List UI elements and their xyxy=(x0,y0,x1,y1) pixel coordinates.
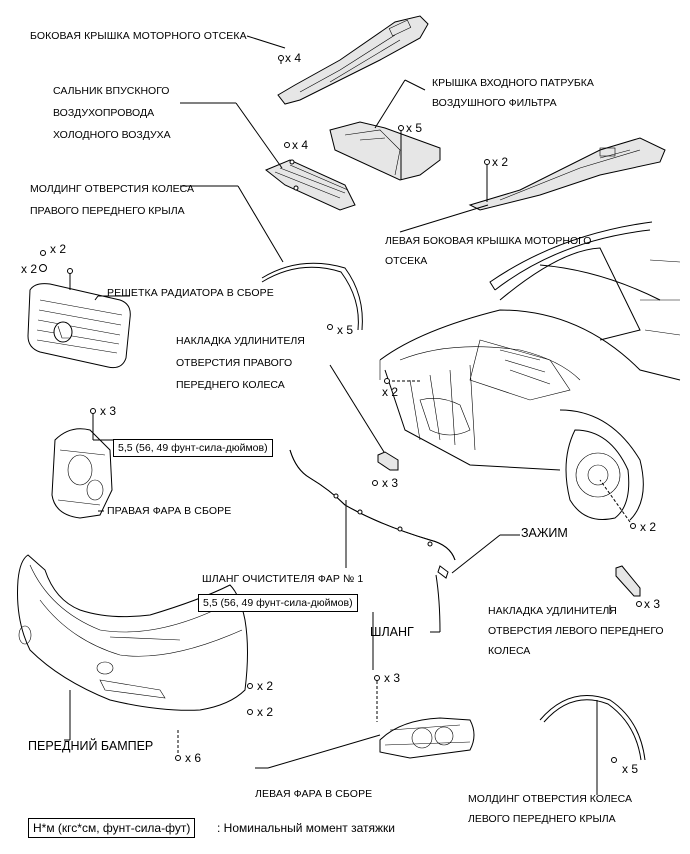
label-cleaner-hose: ШЛАНГ ОЧИСТИТЕЛЯ ФАР № 1 xyxy=(202,573,364,585)
torque-box-left-headlamp: 5,5 (56, 49 фунт-сила-дюймов) xyxy=(198,594,358,612)
qty-right-pad: x 3 xyxy=(382,476,399,490)
vehicle-body xyxy=(379,221,681,521)
left-wheel-ext-pad xyxy=(615,565,641,597)
right-headlamp xyxy=(51,428,113,519)
label-cold-air-seal-1: САЛЬНИК ВПУСКНОГО xyxy=(53,85,170,97)
label-cold-air-seal-3: ХОЛОДНОГО ВОЗДУХА xyxy=(53,129,171,141)
qty-grille-top: x 2 xyxy=(50,242,67,256)
bolt-icon xyxy=(374,675,380,681)
legend-text: : Номинальный момент затяжки xyxy=(217,821,395,835)
label-right-pad-2: ОТВЕРСТИЯ ПРАВОГО xyxy=(176,357,293,369)
label-right-pad-1: НАКЛАДКА УДЛИНИТЕЛЯ xyxy=(176,335,305,347)
legend-unit-box: Н*м (кгс*см, фунт-сила-фут) xyxy=(28,818,196,838)
qty-left-pad: x 3 xyxy=(644,597,661,611)
bolt-icon xyxy=(630,523,636,529)
torque-box-right-headlamp: 5,5 (56, 49 фунт-сила-дюймов) xyxy=(113,439,273,457)
label-left-pad-3: КОЛЕСА xyxy=(488,645,531,657)
label-right-molding-2: ПРАВОГО ПЕРЕДНЕГО КРЫЛА xyxy=(30,205,185,217)
left-headlamp xyxy=(379,717,475,759)
qty-engine-cover: x 4 xyxy=(285,51,302,65)
label-left-headlamp: ЛЕВАЯ ФАРА В СБОРЕ xyxy=(255,788,373,800)
headlamp-cleaner-hose xyxy=(289,449,456,561)
qty-left-molding: x 5 xyxy=(622,762,639,776)
qty-left-headlamp: x 3 xyxy=(384,671,401,685)
label-inlet-cover-1: КРЫШКА ВХОДНОГО ПАТРУБКА xyxy=(432,77,594,89)
qty-body-left: x 2 xyxy=(640,520,657,534)
label-cold-air-seal-2: ВОЗДУХОПРОВОДА xyxy=(53,107,155,119)
qty-left-side-cover: x 2 xyxy=(492,155,509,169)
clip-icon xyxy=(39,264,47,272)
qty-bumper-b: x 2 xyxy=(257,705,274,719)
bolt-icon xyxy=(384,378,390,384)
label-hose: ШЛАНГ xyxy=(370,625,414,639)
left-fender-wheel-molding xyxy=(539,695,646,761)
label-left-side-cover-2: ОТСЕКА xyxy=(385,255,428,267)
label-radiator-grille: РЕШЕТКА РАДИАТОРА В СБОРЕ xyxy=(107,287,274,299)
bolt-icon xyxy=(247,683,253,689)
label-right-headlamp: ПРАВАЯ ФАРА В СБОРЕ xyxy=(107,505,232,517)
bolt-icon xyxy=(175,755,181,761)
radiator-grille xyxy=(27,283,131,369)
bolt-icon xyxy=(284,142,290,148)
clamp xyxy=(437,565,449,579)
label-left-side-cover-1: ЛЕВАЯ БОКОВАЯ КРЫШКА МОТОРНОГО xyxy=(385,235,592,247)
cold-air-intake-seal xyxy=(265,159,356,211)
qty-body-right: x 2 xyxy=(382,385,399,399)
qty-bumper-bottom: x 6 xyxy=(185,751,202,765)
bolt-icon xyxy=(67,268,73,274)
bolt-icon xyxy=(636,601,642,607)
engine-side-cover-right xyxy=(277,15,429,105)
qty-right-molding: x 5 xyxy=(337,323,354,337)
qty-bumper-a: x 2 xyxy=(257,679,274,693)
bolt-icon xyxy=(278,55,284,61)
label-engine-side-cover: БОКОВАЯ КРЫШКА МОТОРНОГО ОТСЕКА xyxy=(30,30,247,42)
air-cleaner-inlet-cover xyxy=(329,121,441,181)
bolt-icon xyxy=(611,757,617,763)
label-right-pad-3: ПЕРЕДНЕГО КОЛЕСА xyxy=(176,379,285,391)
label-inlet-cover-2: ВОЗДУШНОГО ФИЛЬТРА xyxy=(432,97,557,109)
label-front-bumper: ПЕРЕДНИЙ БАМПЕР xyxy=(28,739,154,753)
bolt-icon xyxy=(398,125,404,131)
qty-right-headlamp: x 3 xyxy=(100,404,117,418)
left-engine-side-cover xyxy=(468,137,666,211)
bolt-icon xyxy=(327,324,333,330)
label-clamp: ЗАЖИМ xyxy=(521,526,568,540)
clip-icon xyxy=(247,709,253,715)
right-fender-wheel-molding xyxy=(261,262,363,331)
front-bumper xyxy=(17,554,248,711)
label-left-molding-2: ЛЕВОГО ПЕРЕДНЕГО КРЫЛА xyxy=(468,813,616,825)
label-left-pad-1: НАКЛАДКА УДЛИНИТЕЛЯ xyxy=(488,605,617,617)
qty-intake-seal: x 4 xyxy=(292,138,309,152)
qty-inlet-cover: x 5 xyxy=(406,121,423,135)
clip-icon xyxy=(40,250,46,256)
bolt-icon xyxy=(372,480,378,486)
qty-grille-left: x 2 xyxy=(21,262,38,276)
label-left-molding-1: МОЛДИНГ ОТВЕРСТИЯ КОЛЕСА xyxy=(468,793,632,805)
bolt-icon xyxy=(484,159,490,165)
label-right-molding-1: МОЛДИНГ ОТВЕРСТИЯ КОЛЕСА xyxy=(30,183,194,195)
label-left-pad-2: ОТВЕРСТИЯ ЛЕВОГО ПЕРЕДНЕГО xyxy=(488,625,664,637)
right-wheel-ext-pad xyxy=(377,451,399,471)
bolt-icon xyxy=(90,408,96,414)
